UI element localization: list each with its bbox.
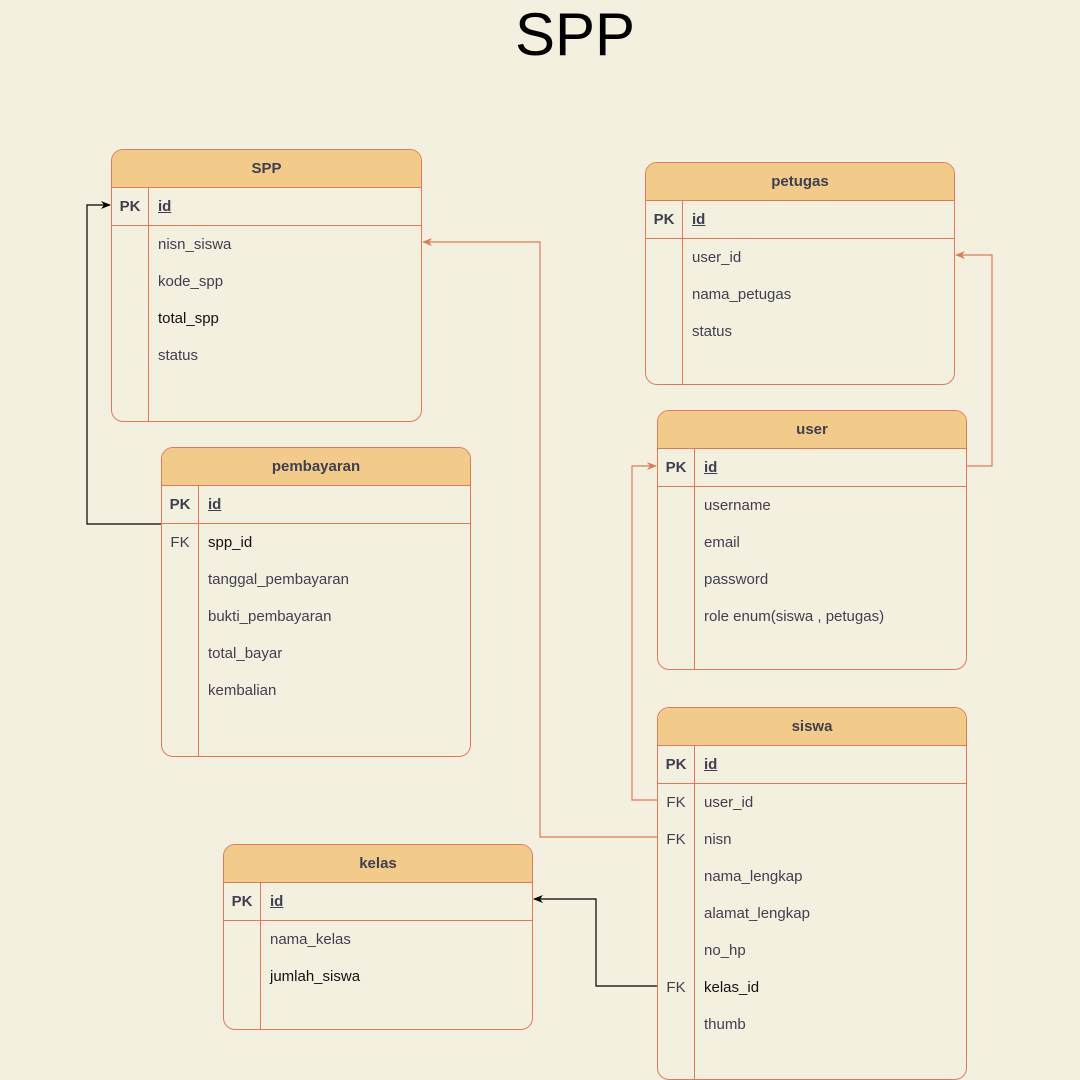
field-name: id (704, 756, 718, 773)
entity-row[interactable]: FK user_id (658, 784, 966, 821)
field-name: id (158, 198, 172, 215)
entity-row[interactable]: FK spp_id (162, 524, 470, 561)
entity-title: siswa (658, 708, 966, 746)
field-name: jumlah_siswa (270, 968, 361, 985)
entity-row[interactable]: jumlah_siswa (224, 958, 532, 995)
connector-siswa-kelas (533, 895, 657, 987)
field-name: user_id (704, 794, 754, 811)
key-column-divider (682, 200, 683, 384)
field-name: id (692, 211, 706, 228)
entity-row[interactable]: username (658, 487, 966, 524)
entity-row[interactable]: nama_petugas (646, 276, 954, 313)
field-name: status (692, 323, 733, 340)
entity-row[interactable]: password (658, 561, 966, 598)
key-label: PK (665, 756, 687, 773)
entity-row[interactable]: total_spp (112, 300, 421, 337)
entity-petugas[interactable]: petugas PK id user_id nama_petugas status (645, 162, 955, 385)
key-column-divider (694, 448, 695, 669)
entity-row[interactable]: PK id (646, 201, 954, 239)
diagram-title: SPP (514, 1, 636, 68)
field-name: nama_kelas (270, 931, 351, 948)
key-label: FK (666, 979, 686, 996)
field-name: kode_spp (158, 273, 224, 290)
field-name: id (704, 459, 718, 476)
entity-row[interactable]: status (646, 313, 954, 350)
entity-user[interactable]: user PK id username email password role e… (657, 410, 967, 670)
entity-row[interactable]: nama_lengkap (658, 858, 966, 895)
entity-row[interactable]: email (658, 524, 966, 561)
entity-row[interactable]: kode_spp (112, 263, 421, 300)
entity-row[interactable]: PK id (658, 449, 966, 487)
field-name: bukti_pembayaran (208, 608, 332, 625)
entity-title: kelas (224, 845, 532, 883)
entity-row[interactable]: PK id (162, 486, 470, 524)
field-name: kembalian (208, 682, 277, 699)
field-name: username (704, 497, 771, 514)
field-name: nisn (704, 831, 732, 848)
field-name: nama_lengkap (704, 868, 803, 885)
entity-title: petugas (646, 163, 954, 201)
key-label: FK (666, 794, 686, 811)
key-label: PK (653, 211, 675, 228)
key-column-divider (198, 485, 199, 756)
entity-row[interactable]: alamat_lengkap (658, 895, 966, 932)
field-name: total_spp (158, 310, 219, 327)
key-label: FK (666, 831, 686, 848)
entity-row[interactable]: role enum(siswa , petugas) (658, 598, 966, 635)
entity-pembayaran[interactable]: pembayaran PK id FK spp_id tanggal_pembaya… (161, 447, 471, 757)
field-name: id (208, 496, 222, 513)
field-name: no_hp (704, 942, 746, 959)
entity-row[interactable]: bukti_pembayaran (162, 598, 470, 635)
entity-row[interactable]: PK id (112, 188, 421, 226)
key-label: PK (665, 459, 687, 476)
entity-row[interactable]: thumb (658, 1006, 966, 1043)
entity-row[interactable]: nisn_siswa (112, 226, 421, 263)
entity-row[interactable]: FK nisn (658, 821, 966, 858)
field-name: status (158, 347, 199, 364)
entity-row[interactable]: PK id (658, 746, 966, 784)
entity-siswa[interactable]: siswa PK id FK user_id FK nisn nama_lengkap… (657, 707, 967, 1080)
connector-siswa-user (631, 462, 657, 801)
field-name: role enum(siswa , petugas) (704, 608, 885, 625)
field-name: id (270, 893, 284, 910)
field-name: user_id (692, 249, 742, 266)
field-name: spp_id (208, 534, 253, 551)
key-label: FK (170, 534, 190, 551)
entity-kelas[interactable]: kelas PK id nama_kelas jumlah_siswa (223, 844, 533, 1030)
entity-row[interactable]: no_hp (658, 932, 966, 969)
key-column-divider (694, 745, 695, 1079)
entity-title: pembayaran (162, 448, 470, 486)
entity-spp[interactable]: SPP PK id nisn_siswa kode_spp total_spp s… (111, 149, 422, 422)
field-name: kelas_id (704, 979, 760, 996)
field-name: thumb (704, 1016, 746, 1033)
entity-row[interactable]: tanggal_pembayaran (162, 561, 470, 598)
entity-title: SPP (112, 150, 421, 188)
field-name: tanggal_pembayaran (208, 571, 349, 588)
entity-row[interactable]: total_bayar (162, 635, 470, 672)
entity-row[interactable]: nama_kelas (224, 921, 532, 958)
field-name: password (704, 571, 769, 588)
key-label: PK (169, 496, 191, 513)
entity-row[interactable]: PK id (224, 883, 532, 921)
field-name: total_bayar (208, 645, 283, 662)
entity-row[interactable]: kembalian (162, 672, 470, 709)
entity-row[interactable]: status (112, 337, 421, 374)
entity-row[interactable]: FK kelas_id (658, 969, 966, 1006)
key-label: PK (231, 893, 253, 910)
field-name: nama_petugas (692, 286, 792, 303)
entity-title: user (658, 411, 966, 449)
key-label: PK (119, 198, 141, 215)
key-column-divider (260, 882, 261, 1029)
field-name: email (704, 534, 740, 551)
field-name: alamat_lengkap (704, 905, 810, 922)
entity-row[interactable]: user_id (646, 239, 954, 276)
field-name: nisn_siswa (158, 236, 232, 253)
